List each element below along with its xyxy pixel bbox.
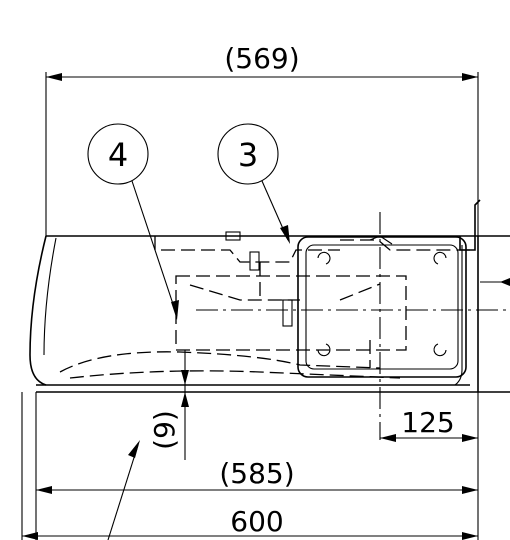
callout-3: 3	[217, 123, 290, 244]
front-panel	[297, 236, 467, 378]
dimension-125: 125	[380, 392, 479, 445]
bottom-leader	[107, 440, 140, 540]
dimension-585-label: (585)	[219, 457, 294, 490]
unit-outline	[29, 199, 510, 393]
dimension-585: (585)	[35, 392, 478, 540]
center-lines	[196, 212, 510, 440]
callout-4-label: 4	[108, 136, 128, 174]
callout-4: 4	[87, 123, 179, 320]
dimension-600-label: 600	[230, 505, 283, 538]
callout-3-label: 3	[238, 136, 258, 174]
dimension-125-label: 125	[401, 406, 454, 439]
dimension-9: (9)	[148, 350, 189, 460]
dimension-569-label: (569)	[224, 42, 299, 75]
hidden-parts	[59, 231, 470, 379]
dimension-9-label: (9)	[148, 410, 181, 450]
dimension-600: 600	[21, 392, 479, 540]
dimension-569: (569)	[45, 42, 479, 236]
